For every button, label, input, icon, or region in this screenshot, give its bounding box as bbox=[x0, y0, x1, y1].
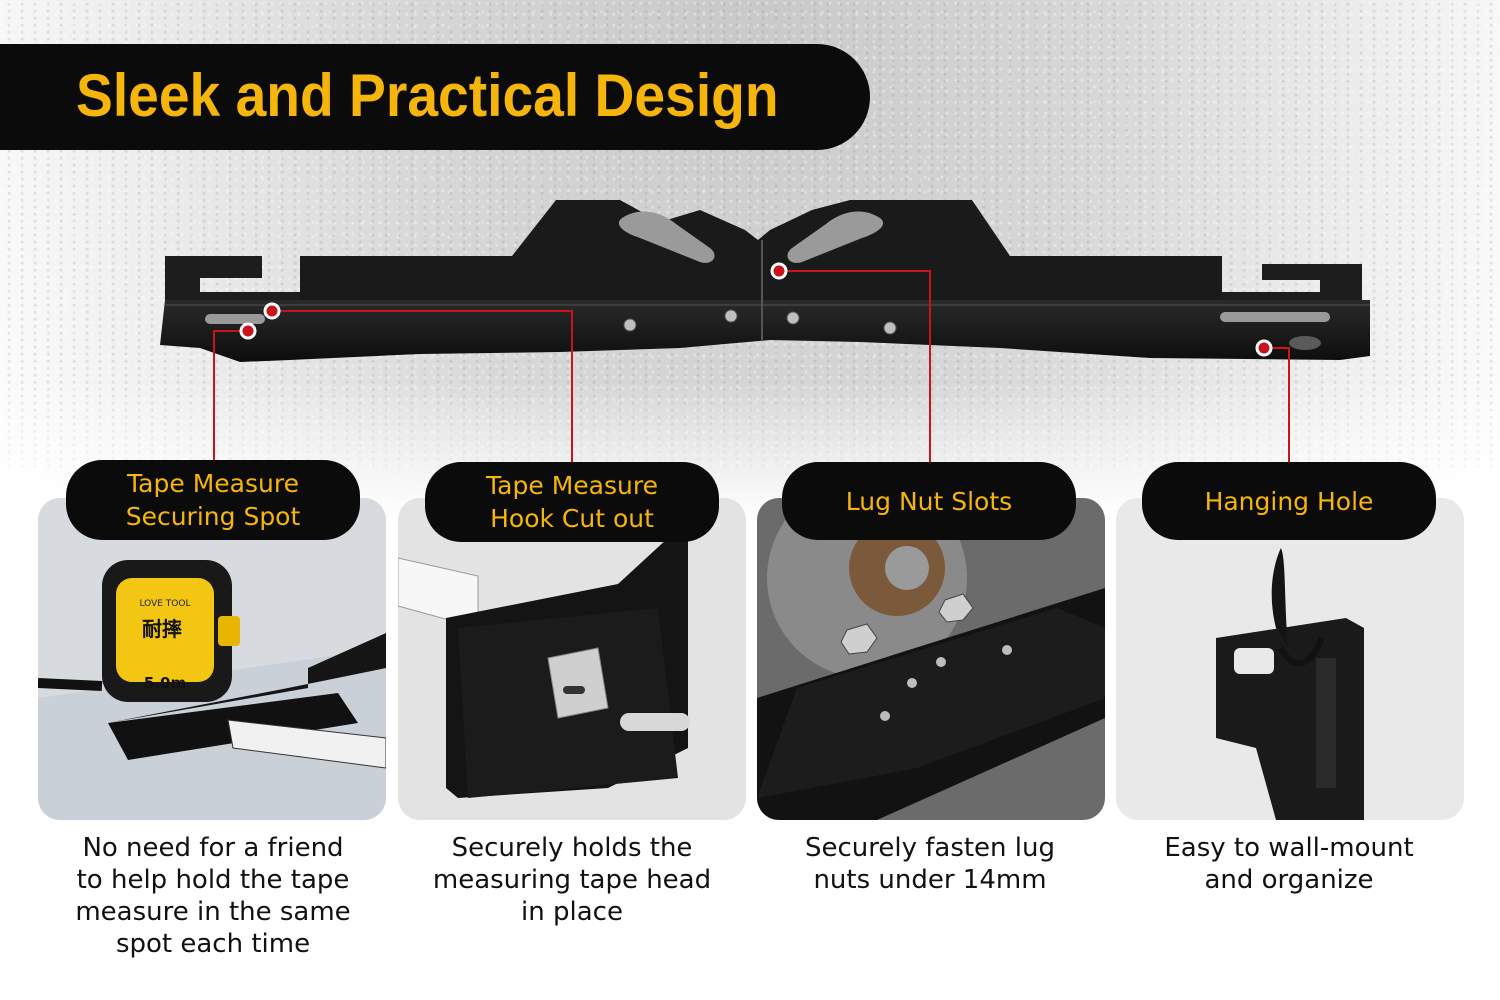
feature-image-securing-spot: LOVE TOOL 耐摔 5.0m bbox=[38, 498, 386, 820]
feature-image-hanging-hole bbox=[1116, 498, 1464, 820]
page-title: Sleek and Practical Design bbox=[76, 62, 779, 129]
description-hanging-hole: Easy to wall-mount and organize bbox=[1164, 833, 1414, 895]
label-line1: Tape Measure bbox=[127, 469, 299, 498]
description-hook-cutout: Securely holds the measuring tape head i… bbox=[432, 833, 712, 927]
callout-dot-hanging-hole bbox=[1255, 339, 1273, 357]
label-lug-nut-slots: Lug Nut Slots bbox=[782, 462, 1076, 540]
label-hanging-hole: Hanging Hole bbox=[1142, 462, 1436, 540]
feature-image-hook-cutout bbox=[398, 498, 746, 820]
label-line2: Securing Spot bbox=[125, 502, 301, 531]
feature-image-lug-nut bbox=[757, 498, 1105, 820]
title-banner bbox=[0, 44, 870, 150]
label-line1: Hanging Hole bbox=[1204, 486, 1374, 516]
bracket-image bbox=[160, 200, 1370, 462]
svg-text:5.0m: 5.0m bbox=[144, 674, 186, 692]
description-lug-nut: Securely fasten lug nuts under 14mm bbox=[804, 833, 1056, 895]
label-line1: Lug Nut Slots bbox=[845, 486, 1013, 516]
label-line2: Hook Cut out bbox=[490, 504, 654, 533]
label-line1: Tape Measure bbox=[486, 471, 658, 500]
svg-text:耐摔: 耐摔 bbox=[142, 617, 182, 641]
svg-text:LOVE TOOL: LOVE TOOL bbox=[139, 599, 190, 609]
callout-dot-securing-spot bbox=[239, 322, 257, 340]
callout-dot-lug-nut bbox=[770, 262, 788, 280]
description-securing-spot: No need for a friend to help hold the ta… bbox=[75, 833, 351, 959]
callout-dot-hook-cutout bbox=[263, 302, 281, 320]
